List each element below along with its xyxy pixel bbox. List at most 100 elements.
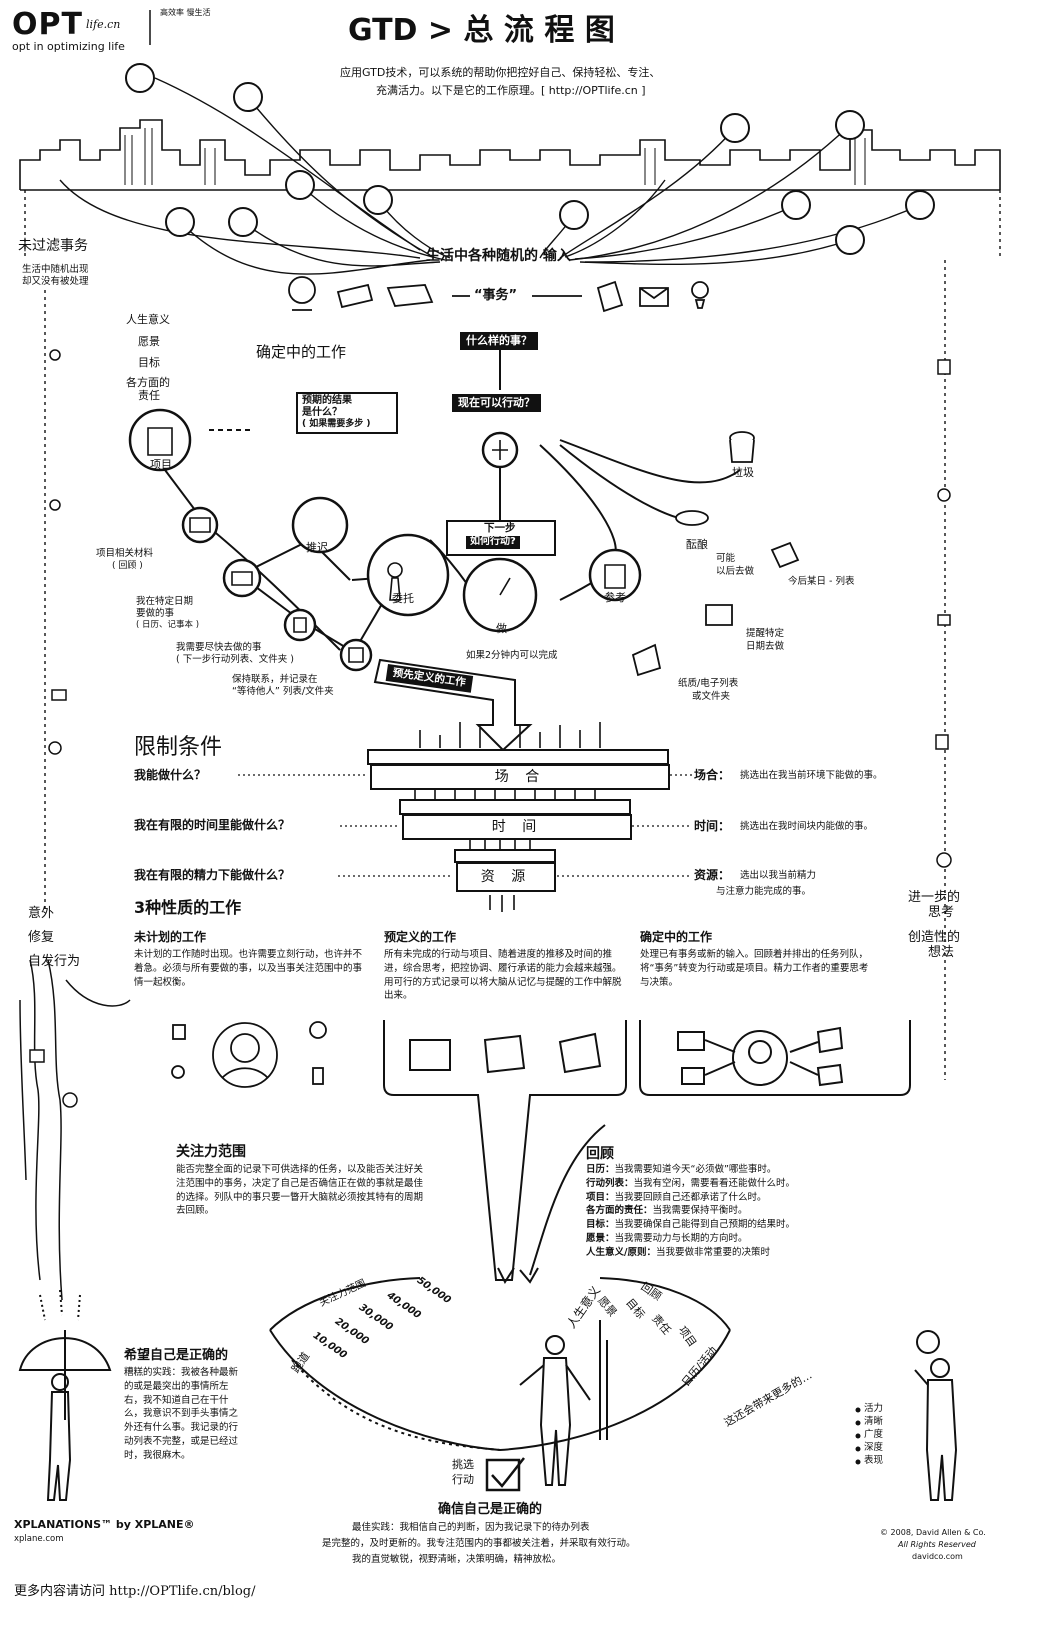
what-is-it-label: 什么样的事？ bbox=[460, 332, 538, 350]
horizon-goals: 目标 bbox=[138, 356, 160, 370]
context-filter: 场 合 bbox=[370, 764, 670, 790]
project-materials-circle bbox=[183, 508, 217, 542]
hope-text: 糟糕的实践：我被各种最新的或是最突出的事情所左右，我不知道自己在干什么，我意识不… bbox=[124, 1366, 242, 1462]
xplane-brand: XPLANATIONS™ by XPLANE® bbox=[14, 1518, 195, 1532]
review-row: 各方面的责任：当我需要保持平衡时。 bbox=[586, 1204, 856, 1218]
input-curves bbox=[60, 78, 920, 274]
sure-text-3: 我的直觉敏锐，视野清晰，决策明确，精神放松。 bbox=[352, 1554, 561, 1566]
outcome-3: ( 如果需要多步 ) bbox=[302, 419, 371, 430]
horizon-responsibility: 责任 bbox=[138, 389, 160, 403]
unplanned-title: 未计划的工作 bbox=[134, 930, 206, 945]
davidco-url[interactable]: davidco.com bbox=[912, 1552, 963, 1562]
next-action-1: 下一步 bbox=[484, 522, 516, 535]
act-label: 行动 bbox=[452, 1473, 474, 1487]
more-bullets bbox=[856, 1408, 861, 1465]
unplanned-text: 未计划的工作随时出现。也许需要立刻行动，也许并不着急。必须与所有要做的事，以及当… bbox=[134, 948, 370, 989]
creative-ideas-2: 想法 bbox=[928, 945, 954, 961]
time-result-text: 挑选出在我时间块内能做的事。 bbox=[740, 821, 873, 833]
repair-label: 修复 bbox=[28, 930, 54, 946]
center-person bbox=[520, 1320, 607, 1485]
question-context: 我能做什么？ bbox=[134, 768, 206, 783]
surprise-label: 意外 bbox=[28, 906, 54, 922]
rights: All Rights Reserved bbox=[898, 1540, 976, 1550]
more-link[interactable]: 更多内容请访问 http://OPTlife.cn/blog/ bbox=[14, 1584, 255, 1600]
energy-filter: 资 源 bbox=[456, 862, 556, 892]
horizon-areas: 各方面的 bbox=[126, 376, 170, 390]
work-types-title: 3种性质的工作 bbox=[134, 898, 241, 918]
trash-label: 垃圾 bbox=[732, 466, 754, 480]
time-filter: 时 间 bbox=[402, 814, 632, 840]
more-item: 表现 bbox=[864, 1455, 883, 1467]
page-title: GTD > 总 流 程 图 bbox=[348, 12, 615, 50]
unfiltered-desc-1: 生活中随机出现 bbox=[22, 264, 89, 276]
intro-line-2: 充满活力。以下是它的工作原理。[ http://OPTlife.cn ] bbox=[376, 84, 646, 98]
stuff-label: “事务” bbox=[474, 288, 517, 304]
waiting-circle bbox=[341, 640, 371, 670]
outcome-1: 预期的结果 bbox=[302, 395, 352, 408]
inputs-title: 生活中各种随机的 输入 bbox=[426, 248, 571, 266]
attention-text: 能否完整全面的记录下可供选择的任务，以及能否关注好关注范围中的事务，决定了自己是… bbox=[176, 1163, 424, 1218]
review-row: 愿景：当我需要动力与长期的方向时。 bbox=[586, 1232, 856, 1246]
xplane-url[interactable]: xplane.com bbox=[14, 1534, 63, 1545]
sure-title: 确信自己是正确的 bbox=[438, 1502, 542, 1518]
outcome-2: 是什么？ bbox=[302, 407, 342, 420]
more-item: 广度 bbox=[864, 1429, 883, 1441]
sure-text-1: 最佳实践：我相信自己的判断，因为我记录下的待办列表 bbox=[352, 1522, 590, 1534]
choose-label: 挑选 bbox=[452, 1458, 474, 1472]
project-materials-1: 项目相关材料 bbox=[96, 548, 153, 560]
tickler-1: 提醒特定 bbox=[746, 628, 784, 640]
horizon-vision: 愿景 bbox=[138, 335, 160, 349]
attention-title: 关注力范围 bbox=[176, 1144, 246, 1162]
more-item: 清晰 bbox=[864, 1416, 883, 1428]
predefined-text: 所有未完成的行动与项目、随着进度的推移及时间的推进，综合思考，把控协调、履行承诺… bbox=[384, 948, 624, 1003]
waiting-2: “等待他人” 列表/文件夹 bbox=[232, 686, 334, 698]
altitude-arc bbox=[270, 1278, 730, 1450]
logo-sub: life.cn bbox=[86, 18, 120, 32]
maybe-1: 可能 bbox=[716, 553, 735, 565]
review-row: 目标：当我要确保自己能得到自己预期的结果时。 bbox=[586, 1218, 856, 1232]
next-list-1: 我需要尽快去做的事 bbox=[176, 642, 262, 654]
review-row: 日历：当我需要知道今天“必须做”哪些事时。 bbox=[586, 1163, 856, 1177]
delegate-label: 委托 bbox=[392, 592, 414, 606]
reference-store-1: 纸质/电子列表 bbox=[678, 678, 738, 690]
undecided-work-label: 确定中的工作 bbox=[256, 343, 346, 362]
calendar-1: 我在特定日期 bbox=[136, 596, 193, 608]
calendar-2: 要做的事 bbox=[136, 608, 174, 620]
constraints-title: 限制条件 bbox=[134, 734, 222, 762]
header-badge: 高效率 慢生活 bbox=[160, 8, 211, 18]
reference-label: 参考 bbox=[604, 591, 626, 605]
hope-title: 希望自己是正确的 bbox=[124, 1348, 228, 1364]
question-energy: 我在有限的精力下能做什么？ bbox=[134, 868, 290, 883]
maybe-2: 以后去做 bbox=[716, 566, 754, 578]
two-minutes-label: 如果2分钟内可以完成 bbox=[466, 650, 558, 662]
actionable-label: 现在可以行动？ bbox=[452, 394, 541, 412]
further-thinking-1: 进一步的 bbox=[908, 890, 960, 906]
defer-label: 推迟 bbox=[306, 541, 328, 555]
creative-ideas-1: 创造性的 bbox=[908, 930, 960, 946]
review-title: 回顾 bbox=[586, 1146, 614, 1164]
umbrella-person bbox=[20, 1290, 110, 1500]
unfiltered-title: 未过滤事务 bbox=[18, 238, 88, 256]
tagline: opt in optimizing life bbox=[12, 40, 125, 54]
reference-store-2: 或文件夹 bbox=[692, 691, 730, 703]
side-borders bbox=[25, 190, 1000, 1080]
waiting-1: 保持联系，并记录在 bbox=[232, 674, 318, 686]
review-list: 日历：当我需要知道今天“必须做”哪些事时。 行动列表：当我有空闲，需要看看还能做… bbox=[586, 1163, 856, 1259]
intro-line-1: 应用GTD技术，可以系统的帮助你把控好自己、保持轻松、专注、 bbox=[340, 66, 660, 80]
more-item: 活力 bbox=[864, 1403, 883, 1415]
sure-text-2: 是完整的，及时更新的。我专注范围内的事都被关注着，并采取有效行动。 bbox=[322, 1538, 636, 1550]
someday-label: 今后某日 - 列表 bbox=[788, 576, 854, 588]
unfiltered-desc-2: 却又没有被处理 bbox=[22, 276, 89, 288]
further-thinking-2: 思考 bbox=[928, 905, 954, 921]
project-label: 项目 bbox=[150, 458, 172, 472]
review-row: 行动列表：当我有空闲，需要看看还能做什么时。 bbox=[586, 1177, 856, 1191]
time-result-label: 时间： bbox=[694, 819, 730, 834]
check-box bbox=[487, 1458, 524, 1490]
review-row: 项目：当我要回顾自己还都承诺了什么时。 bbox=[586, 1191, 856, 1205]
logo[interactable]: OPT bbox=[12, 6, 83, 44]
copyright: © 2008, David Allen & Co. bbox=[880, 1528, 986, 1538]
question-time: 我在有限的时间里能做什么？ bbox=[134, 818, 290, 833]
incubate-label: 酝酿 bbox=[686, 538, 708, 552]
more-item: 深度 bbox=[864, 1442, 883, 1454]
right-person bbox=[915, 1331, 956, 1500]
